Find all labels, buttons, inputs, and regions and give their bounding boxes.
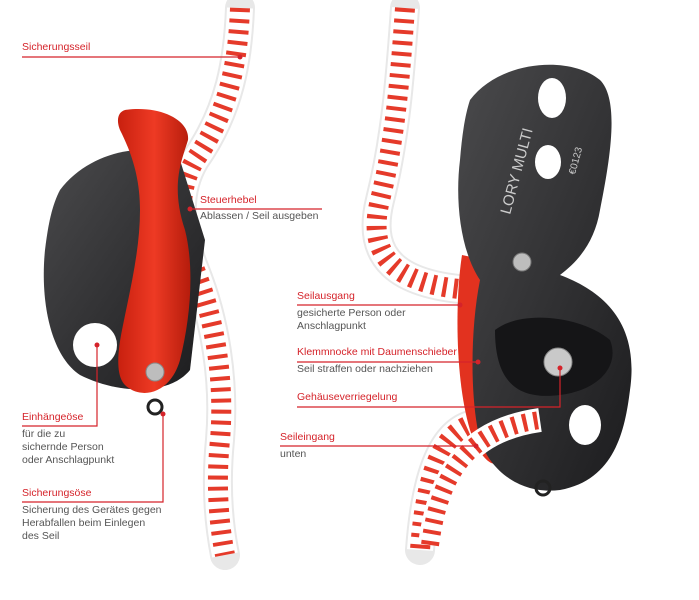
label-desc: Anschlagpunkt: [297, 320, 366, 332]
label-desc: sichernde Person: [22, 441, 104, 453]
label-desc: gesicherte Person oder: [297, 307, 406, 319]
leader-lines: [22, 56, 561, 503]
label-seilausgang: Seilausgang gesicherte Person oder Ansch…: [297, 290, 406, 333]
label-title: Seilausgang: [297, 290, 355, 302]
label-desc: Ablassen / Seil ausgeben: [200, 210, 319, 222]
label-title: Sicherungsseil: [22, 41, 91, 53]
label-desc: oder Anschlagpunkt: [22, 454, 115, 466]
label-einhaengeoese: Einhängeöse für die zu sichernde Person …: [22, 411, 114, 467]
label-title: Steuerhebel: [200, 194, 257, 206]
label-title: Gehäuseverriegelung: [297, 391, 398, 403]
control-lever: [117, 109, 191, 393]
label-gehaeuseverriegelung: Gehäuseverriegelung: [297, 391, 397, 404]
label-desc: Herabfallen beim Einlegen: [22, 517, 146, 529]
label-sicherungsoese: Sicherungsöse Sicherung des Gerätes gege…: [22, 487, 162, 543]
label-title: Einhängeöse: [22, 411, 84, 423]
label-desc: des Seil: [22, 530, 60, 542]
safety-eye: [146, 398, 164, 416]
label-title: Seileingang: [280, 431, 335, 443]
label-desc: für die zu: [22, 428, 66, 440]
label-steuerhebel: Steuerhebel Ablassen / Seil ausgeben: [200, 194, 319, 223]
left-device: [43, 109, 205, 416]
label-title: Klemmnocke mit Daumenschieber: [297, 346, 457, 358]
label-desc: unten: [280, 448, 307, 460]
label-klemmnocke: Klemmnocke mit Daumenschieber Seil straf…: [297, 346, 457, 376]
label-title: Sicherungsöse: [22, 487, 92, 499]
label-desc: Sicherung des Gerätes gegen: [22, 504, 162, 516]
right-device: LORY MULTI €0123: [457, 64, 632, 497]
cam-bolt: [543, 347, 573, 377]
label-desc: Seil straffen oder nachziehen: [297, 363, 433, 375]
label-seileingang: Seileingang unten: [280, 431, 335, 461]
label-sicherungsseil: Sicherungsseil: [22, 41, 90, 54]
